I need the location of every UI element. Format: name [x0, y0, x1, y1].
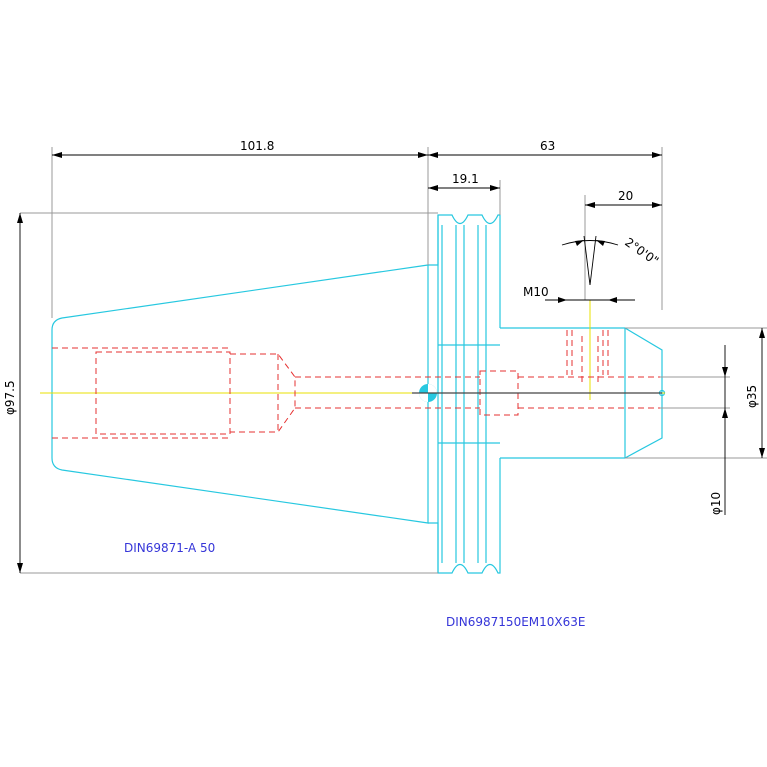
- dim-nose-diameter: φ35: [745, 385, 759, 408]
- dim-thread: M10: [523, 285, 549, 299]
- dim-angle: 2°0'0": [622, 235, 661, 268]
- dim-flange-width: 19.1: [452, 172, 479, 186]
- taper-cone: [51, 264, 429, 524]
- flange: [428, 214, 501, 574]
- nose: [500, 327, 663, 459]
- dim-bore-diameter: φ10: [709, 492, 723, 515]
- dim-taper-length: 101.8: [240, 139, 274, 153]
- hidden-bore-lines: [52, 330, 660, 439]
- part-number-note: DIN6987150EM10X63E: [446, 615, 585, 629]
- dim-flange-diameter: φ97.5: [3, 380, 17, 415]
- dim-nose-length: 20: [618, 189, 633, 203]
- tool-holder-outline: [51, 214, 666, 574]
- dimensions: 101.8 63 19.1 20 2°0'0" M10 φ97.5: [3, 139, 765, 573]
- taper-standard-note: DIN69871-A 50: [124, 541, 215, 555]
- dim-holder-length: 63: [540, 139, 555, 153]
- center-marker: [412, 384, 662, 402]
